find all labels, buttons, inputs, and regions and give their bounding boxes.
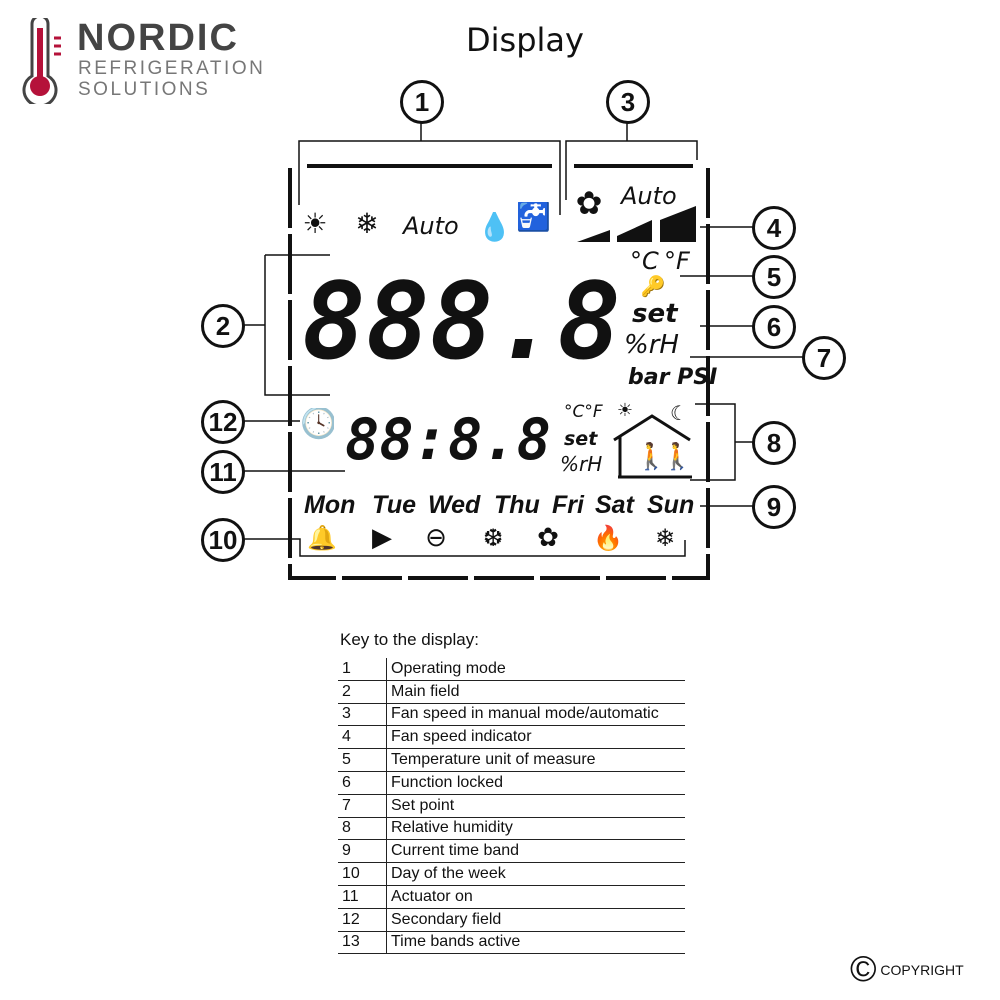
copyright-symbol: ©: [850, 948, 877, 989]
callout-8: 8: [752, 421, 796, 465]
key-number: 10: [338, 862, 387, 886]
key-description: Secondary field: [386, 908, 685, 932]
secondary-rh: %rH: [560, 452, 603, 476]
defrost-icon: ❆: [482, 524, 504, 552]
callout-6: 6: [752, 305, 796, 349]
key-number: 12: [338, 908, 387, 932]
key-description: Function locked: [386, 771, 685, 795]
logo-line3: SOLUTIONS: [78, 79, 211, 100]
logo-line2: REFRIGERATION: [78, 58, 266, 79]
set-label: set: [632, 299, 678, 329]
key-description: Operating mode: [386, 658, 685, 681]
fan-icon: ✿: [575, 186, 603, 220]
secondary-digits: 88:8.8: [345, 407, 551, 473]
drops-icon: 💧: [477, 212, 511, 242]
fan-auto-label: Auto: [621, 182, 677, 210]
key-number: 13: [338, 931, 387, 955]
compressor-icon: ⊖: [425, 523, 447, 553]
key-number: 5: [338, 748, 387, 772]
logo-name: NORDIC: [77, 17, 239, 59]
key-description: Current time band: [386, 839, 685, 864]
copyright: © COPYRIGHT: [850, 948, 964, 990]
key-number: 6: [338, 771, 387, 795]
key-description: Actuator on: [386, 885, 685, 909]
key-number: 9: [338, 839, 387, 864]
callout-7: 7: [802, 336, 846, 380]
main-digits: 888.8: [302, 260, 622, 383]
day-fri: Fri: [552, 491, 584, 519]
unit-fahrenheit: °F: [664, 247, 690, 275]
day-wed: Wed: [428, 491, 481, 519]
day-sun-icon: ☀: [616, 400, 634, 421]
copyright-text: COPYRIGHT: [880, 962, 964, 978]
sun-icon: ☀: [302, 209, 328, 239]
key-description: Set point: [386, 794, 685, 818]
secondary-set: set: [564, 428, 598, 450]
day-tue: Tue: [372, 491, 416, 519]
unit-celsius: °C: [630, 247, 659, 275]
key-description: Time bands active: [386, 931, 685, 955]
alarm-bell-icon: 🔔: [307, 524, 337, 552]
snowflake-icon: ❄: [355, 209, 379, 239]
callout-9: 9: [752, 485, 796, 529]
callout-5: 5: [752, 255, 796, 299]
pump-icon: ▶: [372, 523, 392, 553]
clock-icon: 🕓: [300, 408, 334, 440]
rh-label: %rH: [624, 330, 679, 360]
tap-icon: 🚰: [516, 202, 550, 232]
key-number: 11: [338, 885, 387, 909]
secondary-units: °C°F: [564, 402, 603, 422]
fan-actuator-icon: ✿: [537, 523, 559, 553]
key-description: Temperature unit of measure: [386, 748, 685, 772]
key-number: 3: [338, 703, 387, 727]
key-heading: Key to the display:: [340, 630, 479, 649]
callout-3: 3: [606, 80, 650, 124]
key-number: 1: [338, 658, 387, 681]
key-lock-icon: 🔑: [640, 275, 666, 298]
day-thu: Thu: [494, 491, 540, 519]
key-number: 4: [338, 725, 387, 750]
callout-1: 1: [400, 80, 444, 124]
day-mon: Mon: [304, 491, 356, 519]
bar-psi-label: bar PSI: [628, 365, 718, 390]
day-sun: Sun: [647, 491, 695, 519]
leader-lines: [242, 120, 803, 580]
cooling-snowflake-icon: ❄: [654, 524, 676, 552]
callout-12: 12: [201, 400, 245, 444]
key-description: Relative humidity: [386, 817, 685, 841]
key-description: Main field: [386, 680, 685, 704]
callout-4: 4: [752, 206, 796, 250]
day-sat: Sat: [595, 491, 634, 519]
key-number: 8: [338, 817, 387, 841]
callout-10: 10: [201, 518, 245, 562]
callout-11: 11: [201, 450, 245, 494]
key-description: Fan speed in manual mode/automatic: [386, 703, 685, 727]
key-description: Day of the week: [386, 862, 685, 886]
key-description: Fan speed indicator: [386, 725, 685, 750]
mode-auto-label: Auto: [403, 212, 459, 240]
people-icon: 🚶🚶: [635, 442, 685, 472]
key-number: 7: [338, 794, 387, 818]
heater-flame-icon: 🔥: [593, 524, 623, 552]
key-number: 2: [338, 680, 387, 704]
night-moon-icon: ☾: [670, 402, 688, 424]
callout-2: 2: [201, 304, 245, 348]
page-title: Display: [466, 21, 584, 59]
thermometer-logo-icon: [22, 18, 61, 104]
